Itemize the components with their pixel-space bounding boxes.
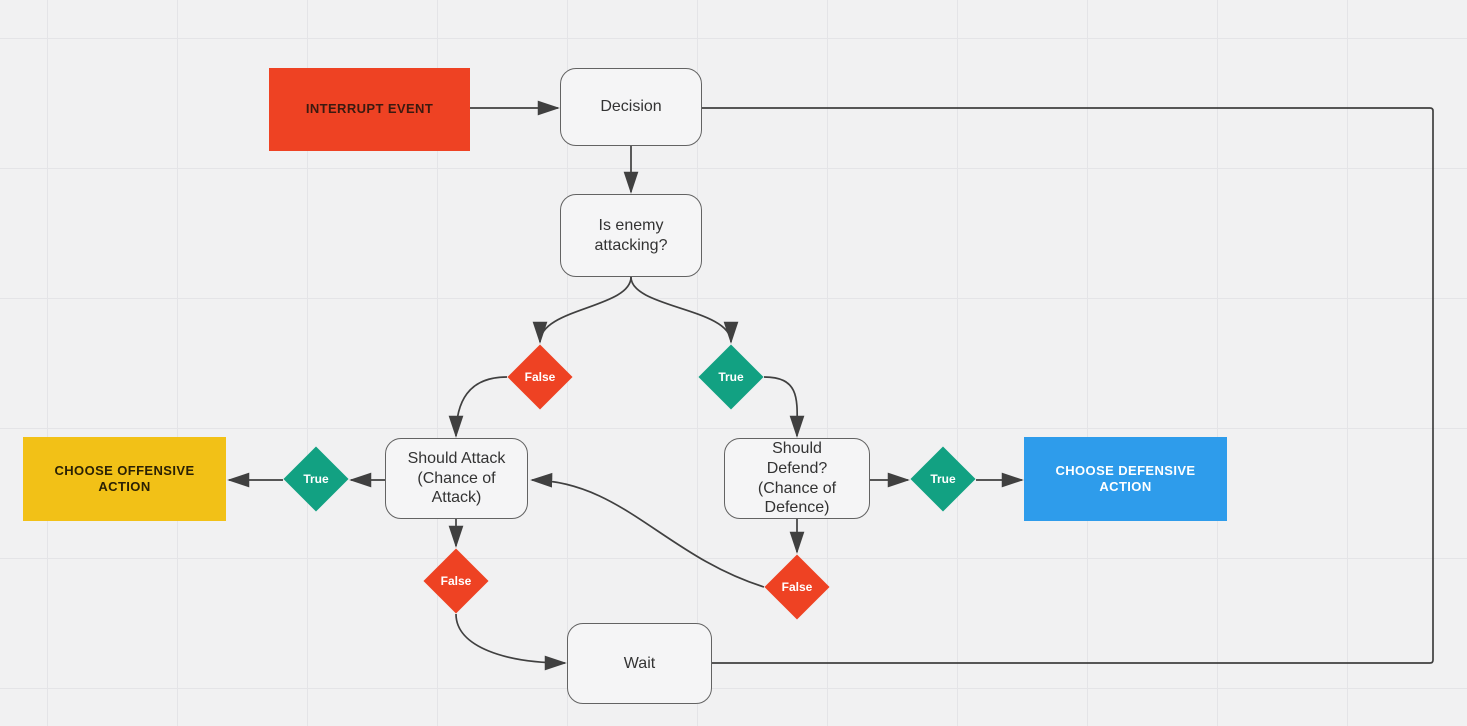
edge-true-to-should-defend[interactable] bbox=[763, 376, 805, 438]
branch-enemy-false[interactable]: False bbox=[507, 344, 573, 410]
branch-attack-false[interactable]: False bbox=[423, 548, 489, 614]
edge-enemy-to-true[interactable] bbox=[630, 276, 739, 344]
branch-defend-false[interactable]: False bbox=[764, 554, 830, 620]
node-decision[interactable]: Decision bbox=[560, 68, 702, 146]
node-label: CHOOSE DEFENSIVE ACTION bbox=[1055, 462, 1196, 494]
node-label: INTERRUPT EVENT bbox=[305, 101, 434, 117]
node-should-defend[interactable]: Should Defend? (Chance of Defence) bbox=[724, 438, 870, 519]
node-is-enemy-attacking[interactable]: Is enemy attacking? bbox=[560, 194, 702, 277]
branch-label: False bbox=[440, 574, 472, 588]
branch-label: False bbox=[524, 370, 556, 384]
edge-false-to-should-attack[interactable] bbox=[448, 376, 508, 438]
node-label: Decision bbox=[600, 98, 662, 116]
edge-false-to-should-attack-return[interactable] bbox=[530, 472, 765, 588]
branch-label: True bbox=[303, 472, 329, 486]
edge-enemy-to-false[interactable] bbox=[532, 276, 632, 344]
branch-label: False bbox=[781, 580, 813, 594]
node-should-attack[interactable]: Should Attack (Chance of Attack) bbox=[385, 438, 528, 519]
edge-wait-decision-loop[interactable] bbox=[702, 107, 1434, 664]
node-label: Is enemy attacking? bbox=[594, 216, 668, 254]
node-label: CHOOSE OFFENSIVE ACTION bbox=[54, 462, 195, 494]
branch-attack-true[interactable]: True bbox=[283, 446, 349, 512]
branch-defend-true[interactable]: True bbox=[910, 446, 976, 512]
node-label: Wait bbox=[623, 654, 656, 672]
node-choose-offensive-action[interactable]: CHOOSE OFFENSIVE ACTION bbox=[23, 437, 226, 521]
branch-label: True bbox=[930, 472, 956, 486]
node-label: Should Defend? (Chance of Defence) bbox=[757, 440, 837, 517]
edge-false-to-wait[interactable] bbox=[455, 613, 567, 671]
node-label: Should Attack (Chance of Attack) bbox=[407, 450, 506, 507]
branch-label: True bbox=[718, 370, 744, 384]
node-wait[interactable]: Wait bbox=[567, 623, 712, 704]
node-interrupt-event[interactable]: INTERRUPT EVENT bbox=[269, 68, 470, 151]
node-choose-defensive-action[interactable]: CHOOSE DEFENSIVE ACTION bbox=[1024, 437, 1227, 521]
branch-enemy-true[interactable]: True bbox=[698, 344, 764, 410]
